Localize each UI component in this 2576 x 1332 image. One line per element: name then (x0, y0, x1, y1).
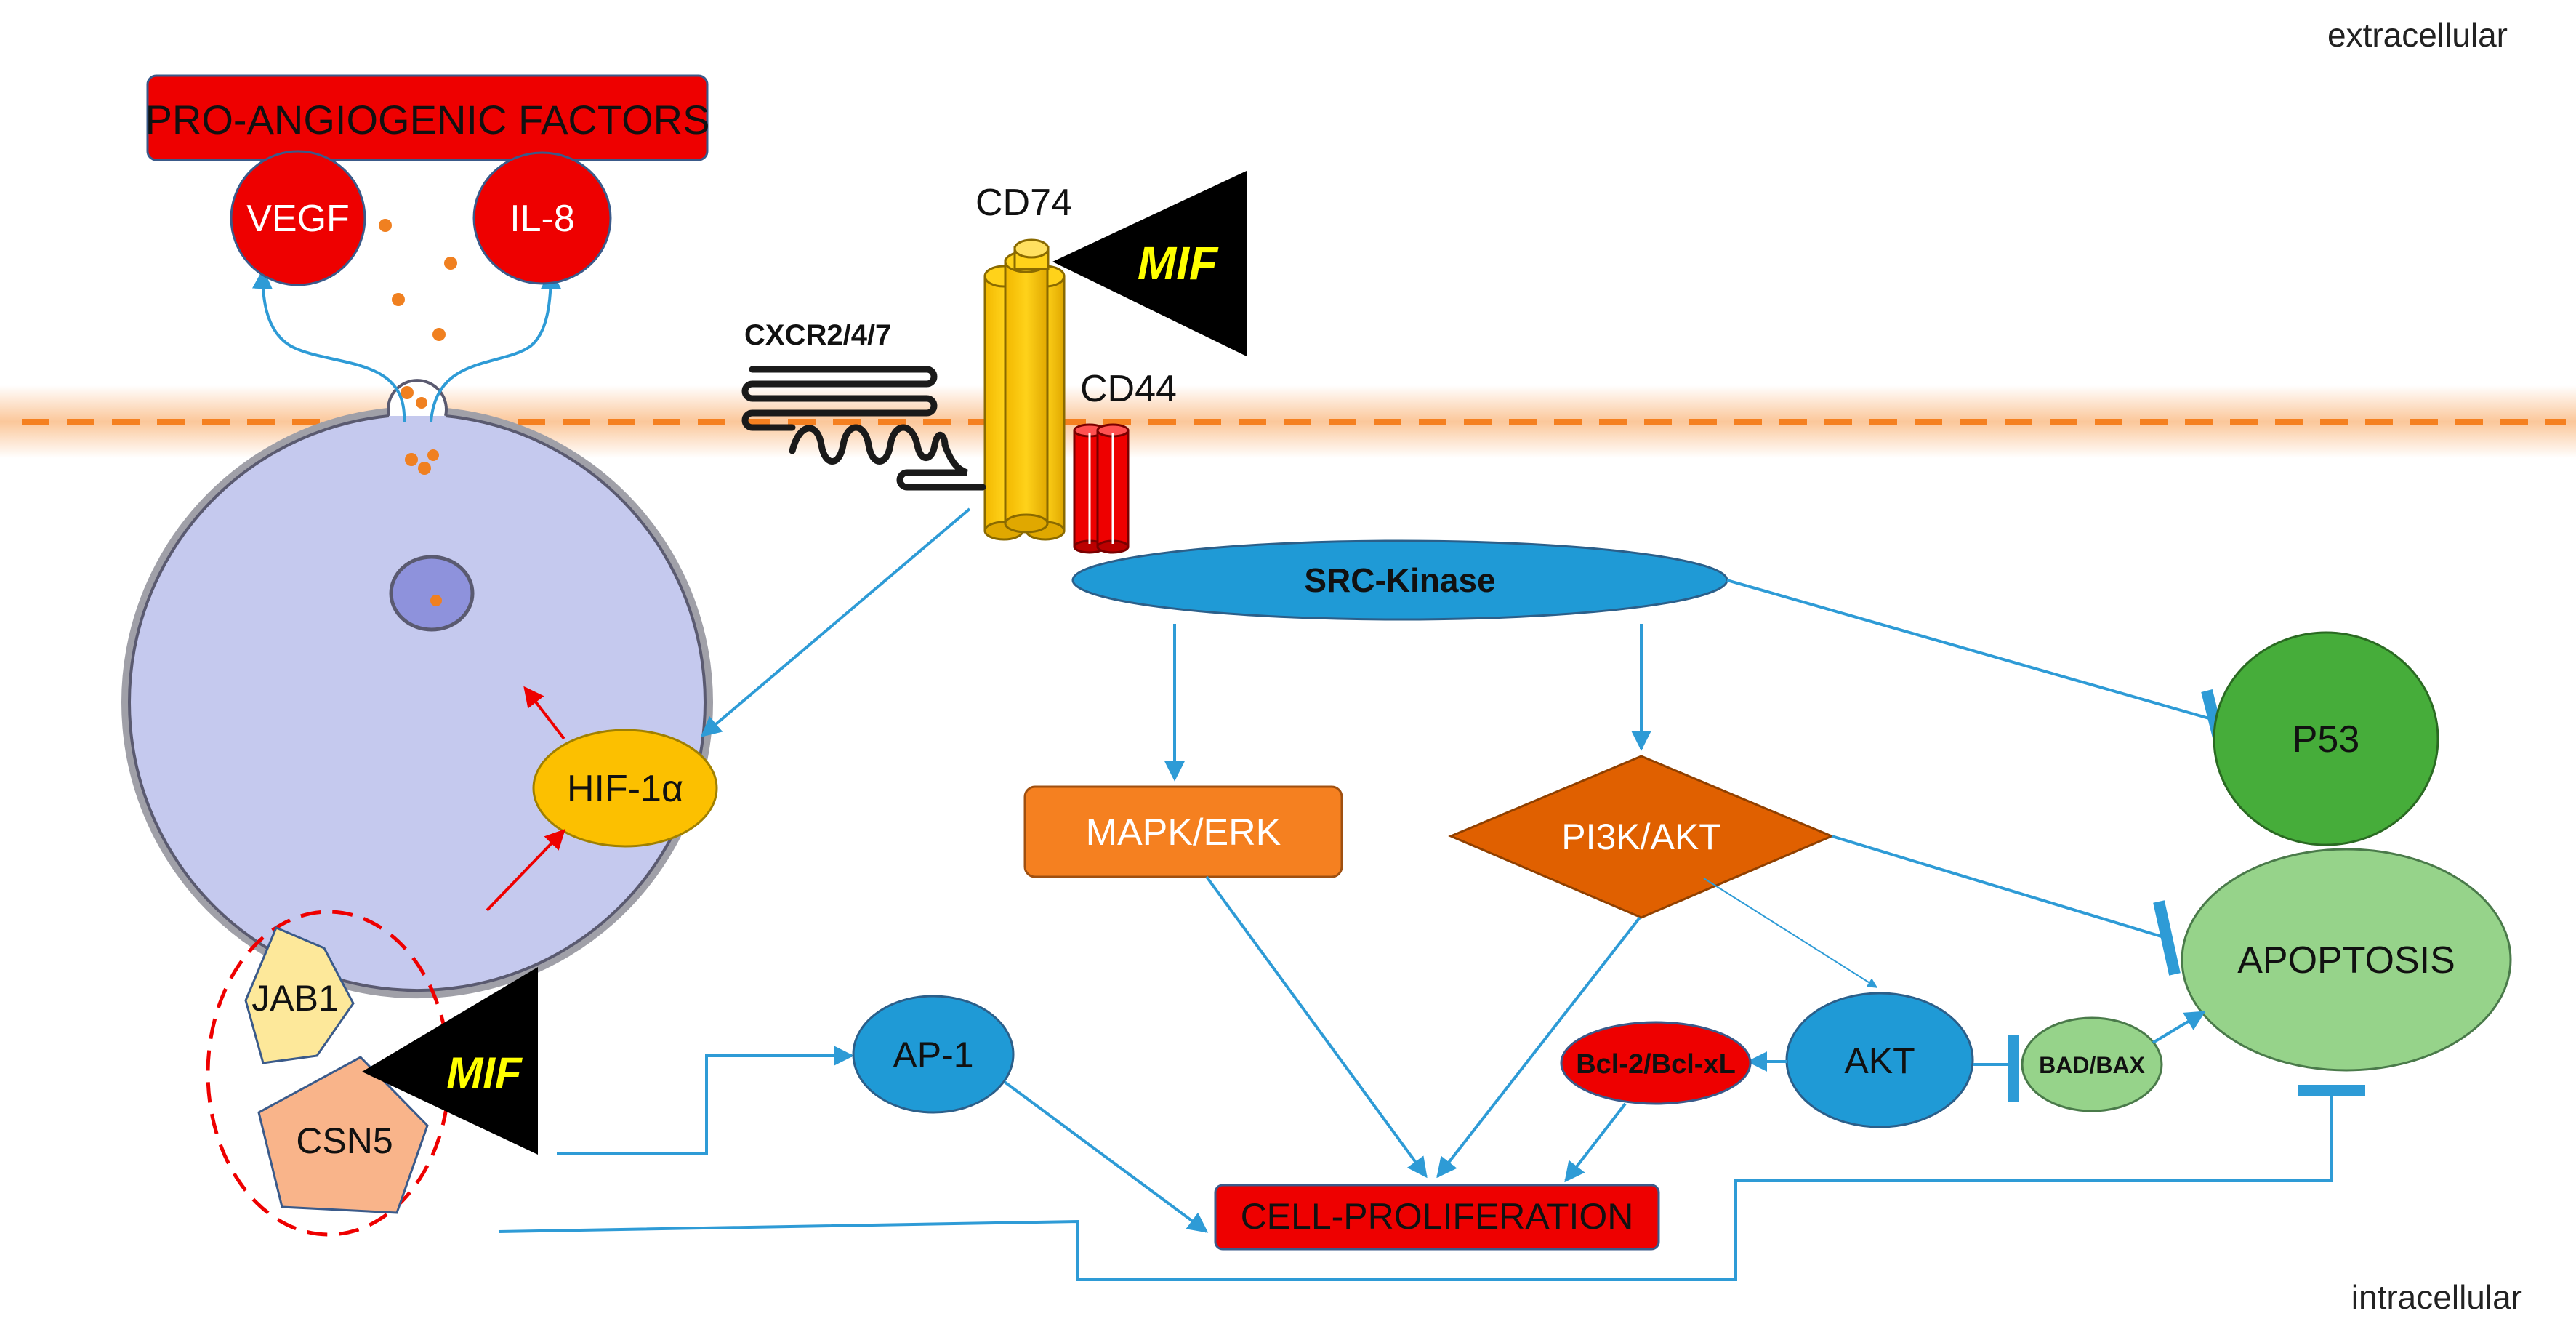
nucleus (389, 555, 475, 632)
inhibit-bar-apoptosis (2153, 900, 2181, 976)
hif1a-node (532, 729, 718, 848)
arrow-secretion-to-vegf (251, 268, 406, 422)
vegf-node (230, 150, 366, 286)
secreting-cell (121, 379, 713, 999)
cd74-label: CD74 (975, 182, 1072, 224)
arrow-badbax-to-apoptosis (2152, 1011, 2206, 1044)
arrow-ap1-to-proliferation (1003, 1080, 1209, 1233)
badbax-node (2021, 1016, 2163, 1112)
mif-triangle-top (1052, 171, 1247, 356)
vegf-label: VEGF (246, 198, 350, 240)
intracellular-label: intracellular (2351, 1278, 2522, 1316)
p53-label: P53 (2293, 718, 2360, 761)
ap1-node (852, 995, 1015, 1114)
arrow-pi3k-to-akt (1703, 878, 1878, 988)
cxcr-label: CXCR2/4/7 (744, 319, 891, 351)
arrow-bcl-to-proliferation (1564, 1102, 1627, 1183)
pi3k-akt-node (1448, 755, 1835, 919)
arrow-pi3k-to-proliferation (1436, 916, 1641, 1179)
bcl-node (1560, 1021, 1752, 1105)
badbax-label: BAD/BAX (2039, 1052, 2145, 1078)
mif-triangle-bottom (362, 967, 538, 1155)
ap1-label: AP-1 (893, 1035, 973, 1075)
cxcr-receptor (741, 366, 986, 491)
pro-angiogenic-factors-box (146, 74, 709, 161)
il8-label: IL-8 (510, 198, 575, 240)
cd44-label: CD44 (1080, 368, 1177, 410)
hif1a-label: HIF-1α (567, 768, 683, 810)
mif-label-bottom: MIF (446, 1048, 523, 1097)
mapk-erk-node (1023, 785, 1343, 878)
inhibit-pi3k-to-apoptosis (1831, 835, 2167, 939)
csn5-label: CSN5 (296, 1120, 393, 1161)
bcl-label: Bcl-2/Bcl-xL (1576, 1049, 1736, 1080)
akt-label: AKT (1844, 1040, 1915, 1081)
arrow-hif-to-cell (523, 686, 565, 740)
cell-proliferation-label: CELL-PROLIFERATION (1241, 1196, 1634, 1237)
il8-node (472, 151, 612, 285)
secretion-vesicles (379, 219, 457, 409)
jab1-label: JAB1 (251, 978, 339, 1019)
src-kinase-label: SRC-Kinase (1304, 561, 1495, 599)
csn5-node (257, 1056, 429, 1214)
mif-label-top: MIF (1138, 237, 1219, 289)
mapk-erk-label: MAPK/ERK (1086, 811, 1281, 854)
inhibit-complex-to-apoptosis (498, 1095, 2333, 1281)
pro-angiogenic-factors-label: PRO-ANGIOGENIC FACTORS (145, 97, 710, 143)
pi3k-akt-label: PI3K/AKT (1561, 817, 1721, 857)
cd44-receptor (1073, 423, 1130, 554)
cell-proliferation-box (1214, 1184, 1660, 1251)
arrow-secretion-to-il8 (430, 268, 561, 422)
apoptosis-node (2181, 848, 2512, 1072)
cd74-receptor (983, 238, 1066, 541)
extracellular-label: extracellular (2327, 16, 2508, 54)
inhibit-src-to-p53 (1726, 579, 2215, 721)
p53-node (2213, 631, 2439, 846)
arrow-mapk-to-proliferation (1205, 875, 1428, 1179)
arrow-receptor-to-hif (700, 507, 971, 737)
arrow-complex-to-ap1 (557, 1046, 854, 1155)
apoptosis-label: APOPTOSIS (2237, 939, 2455, 982)
arrow-complex-to-hif (486, 828, 565, 912)
jab1-node (244, 926, 355, 1064)
